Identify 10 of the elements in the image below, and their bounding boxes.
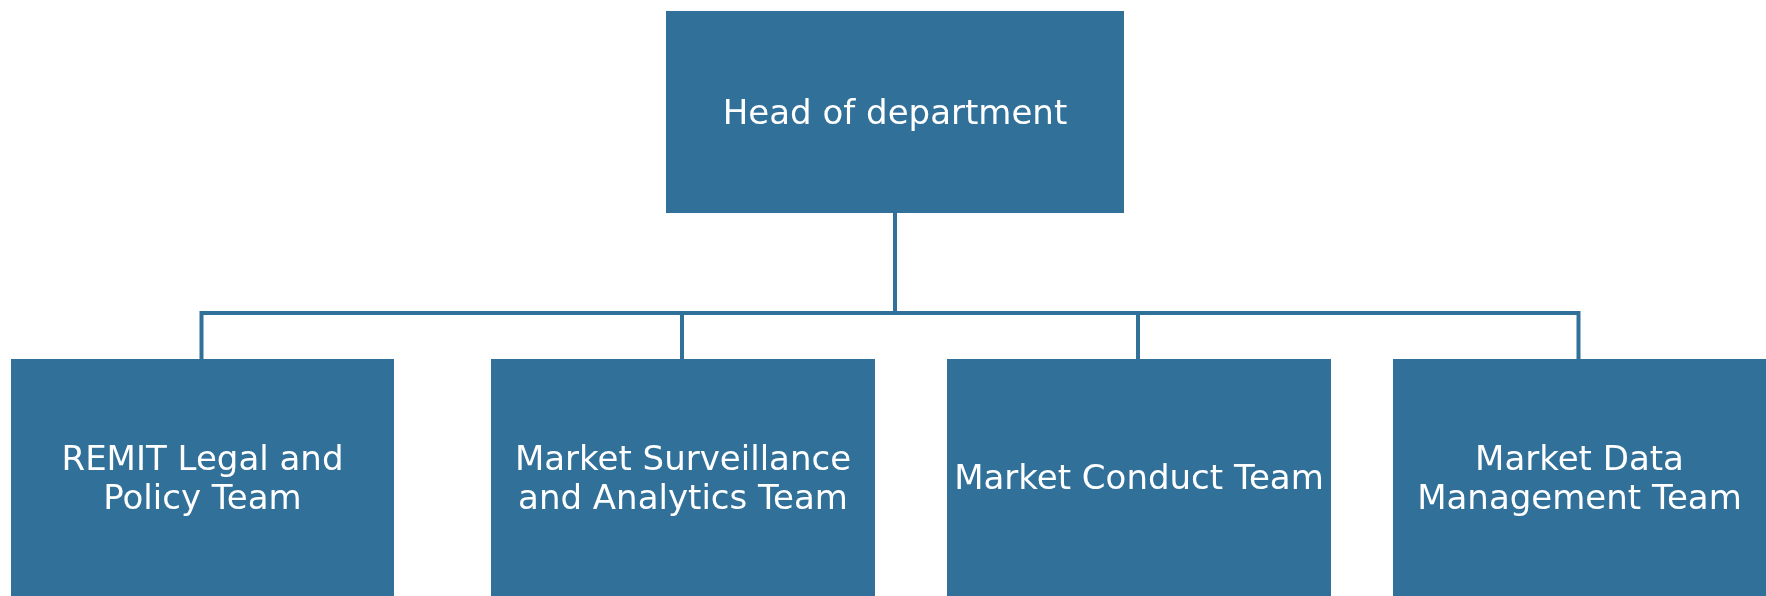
head-box	[666, 11, 1124, 213]
box-label: Market Conduct Team	[954, 458, 1324, 497]
box-label: Head of department	[722, 92, 1068, 132]
team-box	[11, 359, 394, 596]
team-box	[947, 359, 1331, 596]
box-label: Market Data Management Team	[1416, 438, 1743, 517]
box-label: REMIT Legal and Policy Team	[60, 438, 345, 517]
team-box	[1393, 359, 1766, 596]
box-label: Market Surveillance and Analytics Team	[513, 438, 853, 517]
team-box	[491, 359, 875, 596]
